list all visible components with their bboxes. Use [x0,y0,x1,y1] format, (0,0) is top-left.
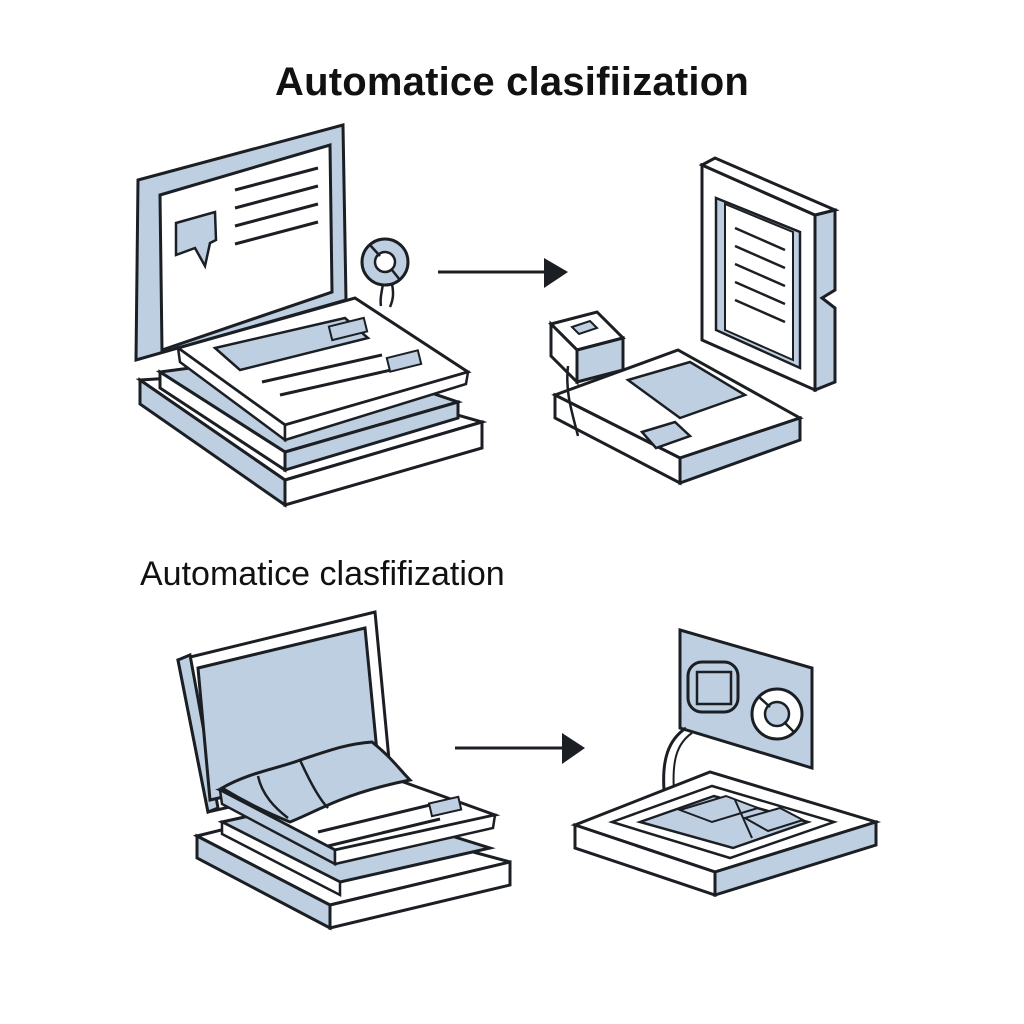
document-panel-icon [698,156,840,393]
computer-monitor-icon [134,123,348,362]
diagram-title: Automatice clasifiization [275,60,749,104]
ear-sensor-icon [360,237,410,308]
classifier-tray-icon [570,770,882,898]
document-stack-icon [192,740,512,931]
sorting-device-icon [548,310,804,486]
diagram-subtitle: Automatice clasfifization [140,555,505,593]
sensor-panel-icon [662,628,814,793]
scanner-stack-icon [135,296,488,508]
arrow-right-icon [455,733,585,764]
arrow-right-icon [438,258,568,288]
